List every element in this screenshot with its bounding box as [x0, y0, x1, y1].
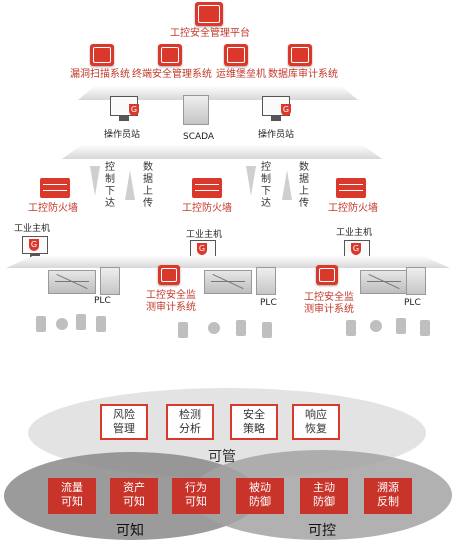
- field-device-icon: [346, 320, 356, 336]
- field-device-icon: [420, 320, 430, 336]
- up-arrow-right: [282, 170, 292, 200]
- plc-cabinet-right: [406, 267, 426, 295]
- firewall-icon-right: [336, 178, 366, 198]
- network-band-middle: [62, 145, 382, 159]
- firewall-icon-center: [192, 178, 222, 198]
- field-device-icon: [208, 322, 220, 334]
- plc-label-center: PLC: [260, 298, 277, 308]
- scada-server-icon: [183, 95, 209, 125]
- network-band-bottom: [6, 256, 450, 268]
- audit-label-center-2: 测审计系统: [146, 302, 196, 313]
- firewall-icon-left: [40, 178, 70, 198]
- plc-switch-right: [360, 270, 408, 294]
- platform-icon: [195, 2, 223, 26]
- shield-icon: G: [129, 104, 139, 116]
- audit-icon-right: [316, 265, 338, 285]
- industrial-host-label-left: 工业主机: [14, 224, 51, 234]
- db-audit-icon: [288, 44, 312, 66]
- plc-cabinet-center: [256, 267, 276, 295]
- industrial-host-label-right: 工业主机: [336, 228, 373, 238]
- data-up-right: 数据上传: [299, 162, 309, 209]
- shield-icon: G: [351, 243, 361, 255]
- down-arrow-right: [246, 166, 256, 196]
- vuln-scan-icon: [90, 44, 114, 66]
- know-box-behavior: 行为可知: [172, 478, 220, 514]
- op-station-right-label: 操作员站: [258, 130, 295, 140]
- plc-label-left: PLC: [94, 296, 111, 306]
- manage-box-policy: 安全策略: [230, 404, 278, 440]
- plc-cabinet-left: [100, 267, 120, 295]
- manage-box-response: 响应恢复: [292, 404, 340, 440]
- know-label: 可知: [116, 523, 144, 539]
- control-box-passive: 被动防御: [236, 478, 284, 514]
- manage-box-detect: 检测分析: [166, 404, 214, 440]
- field-device-icon: [96, 316, 106, 332]
- know-box-traffic: 流量可知: [48, 478, 96, 514]
- audit-label-right-2: 测审计系统: [304, 304, 354, 315]
- control-box-trace: 溯源反制: [364, 478, 412, 514]
- scada-label: SCADA: [183, 132, 215, 142]
- control-down-left: 控制下达: [105, 162, 115, 209]
- field-device-icon: [76, 314, 86, 330]
- field-device-icon: [56, 318, 68, 330]
- control-box-active: 主动防御: [300, 478, 348, 514]
- bastion-icon: [224, 44, 248, 66]
- audit-label-right-1: 工控安全监: [304, 292, 354, 303]
- system-vuln-scan: 漏洞扫描系统: [70, 69, 130, 80]
- firewall-label-left: 工控防火墙: [28, 203, 78, 214]
- op-station-left-label: 操作员站: [104, 130, 141, 140]
- plc-label-right: PLC: [404, 298, 421, 308]
- control-label: 可控: [308, 523, 336, 539]
- system-endpoint-mgmt: 终端安全管理系统: [132, 69, 212, 80]
- endpoint-mgmt-icon: [158, 44, 182, 66]
- firewall-label-right: 工控防火墙: [328, 203, 378, 214]
- shield-icon: G: [281, 104, 291, 116]
- know-box-asset: 资产可知: [110, 478, 158, 514]
- plc-switch-center: [204, 270, 252, 294]
- system-bastion: 运维堡垒机: [216, 69, 266, 80]
- plc-switch-left: [48, 270, 96, 294]
- field-device-icon: [370, 320, 382, 332]
- shield-icon: G: [29, 239, 39, 251]
- field-device-icon: [36, 316, 46, 332]
- data-up-left: 数据上传: [143, 162, 153, 209]
- platform-label: 工控安全管理平台: [170, 28, 250, 39]
- field-device-icon: [262, 322, 272, 338]
- up-arrow-left: [125, 170, 135, 200]
- audit-icon-center: [158, 265, 180, 285]
- firewall-label-center: 工控防火墙: [182, 203, 232, 214]
- field-device-icon: [396, 318, 406, 334]
- field-device-icon: [178, 322, 188, 338]
- manage-box-risk: 风险管理: [100, 404, 148, 440]
- audit-label-center-1: 工控安全监: [146, 290, 196, 301]
- down-arrow-left: [90, 166, 100, 196]
- control-down-right: 控制下达: [261, 162, 271, 209]
- manage-label: 可管: [208, 449, 236, 465]
- field-device-icon: [236, 320, 246, 336]
- shield-icon: G: [197, 243, 207, 255]
- system-db-audit: 数据库审计系统: [268, 69, 338, 80]
- industrial-host-label-center: 工业主机: [186, 230, 223, 240]
